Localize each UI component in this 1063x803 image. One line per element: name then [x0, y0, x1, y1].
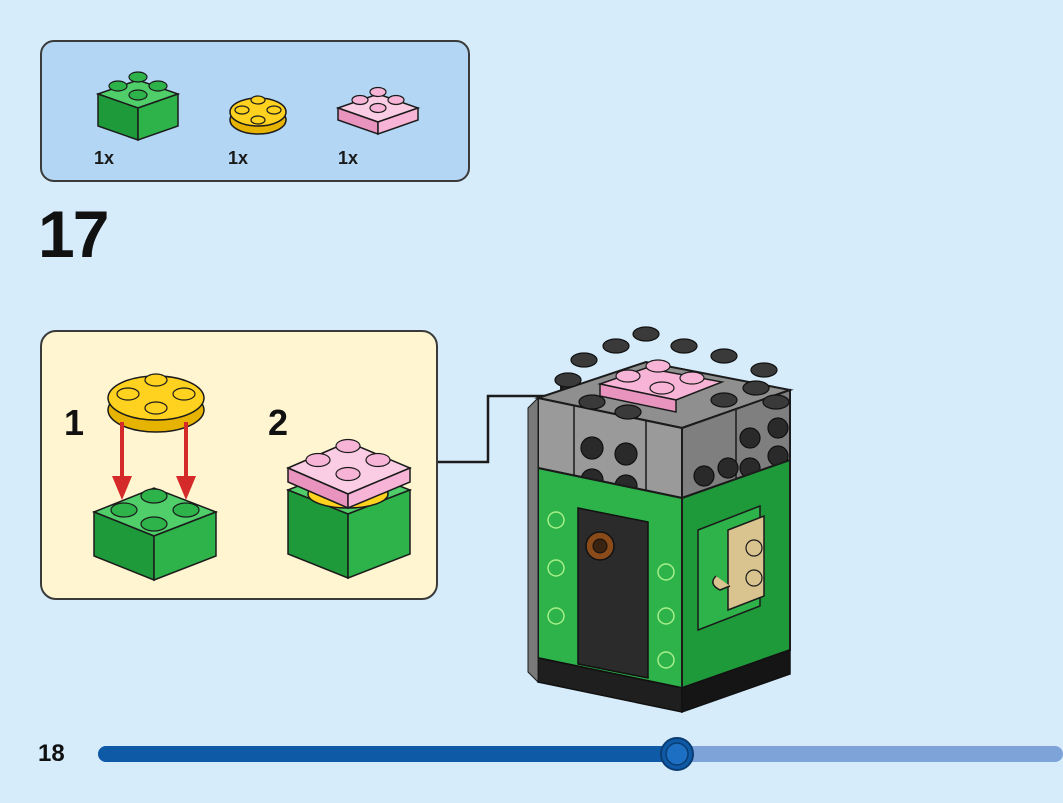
main-model-illustration	[527, 326, 794, 714]
substep-1-illustration	[91, 373, 219, 582]
substep-2-illustration	[285, 438, 413, 580]
page-number: 18	[38, 740, 65, 767]
sub-assembly-box: 1 2	[40, 330, 438, 600]
green-brick-icon	[95, 71, 181, 142]
substep-number-2: 2	[268, 402, 289, 443]
parts-list-box: 1x 1x 1x	[40, 40, 470, 182]
substep-number-1: 1	[64, 402, 85, 443]
yellow-plate-icon	[229, 95, 287, 135]
pink-plate-icon	[335, 86, 421, 136]
progress-bar	[98, 737, 1063, 771]
part-qty-pink: 1x	[338, 148, 359, 168]
part-qty-green: 1x	[94, 148, 115, 168]
red-arrow-icon	[112, 422, 196, 500]
step-number: 17	[38, 197, 109, 271]
part-qty-yellow: 1x	[228, 148, 249, 168]
